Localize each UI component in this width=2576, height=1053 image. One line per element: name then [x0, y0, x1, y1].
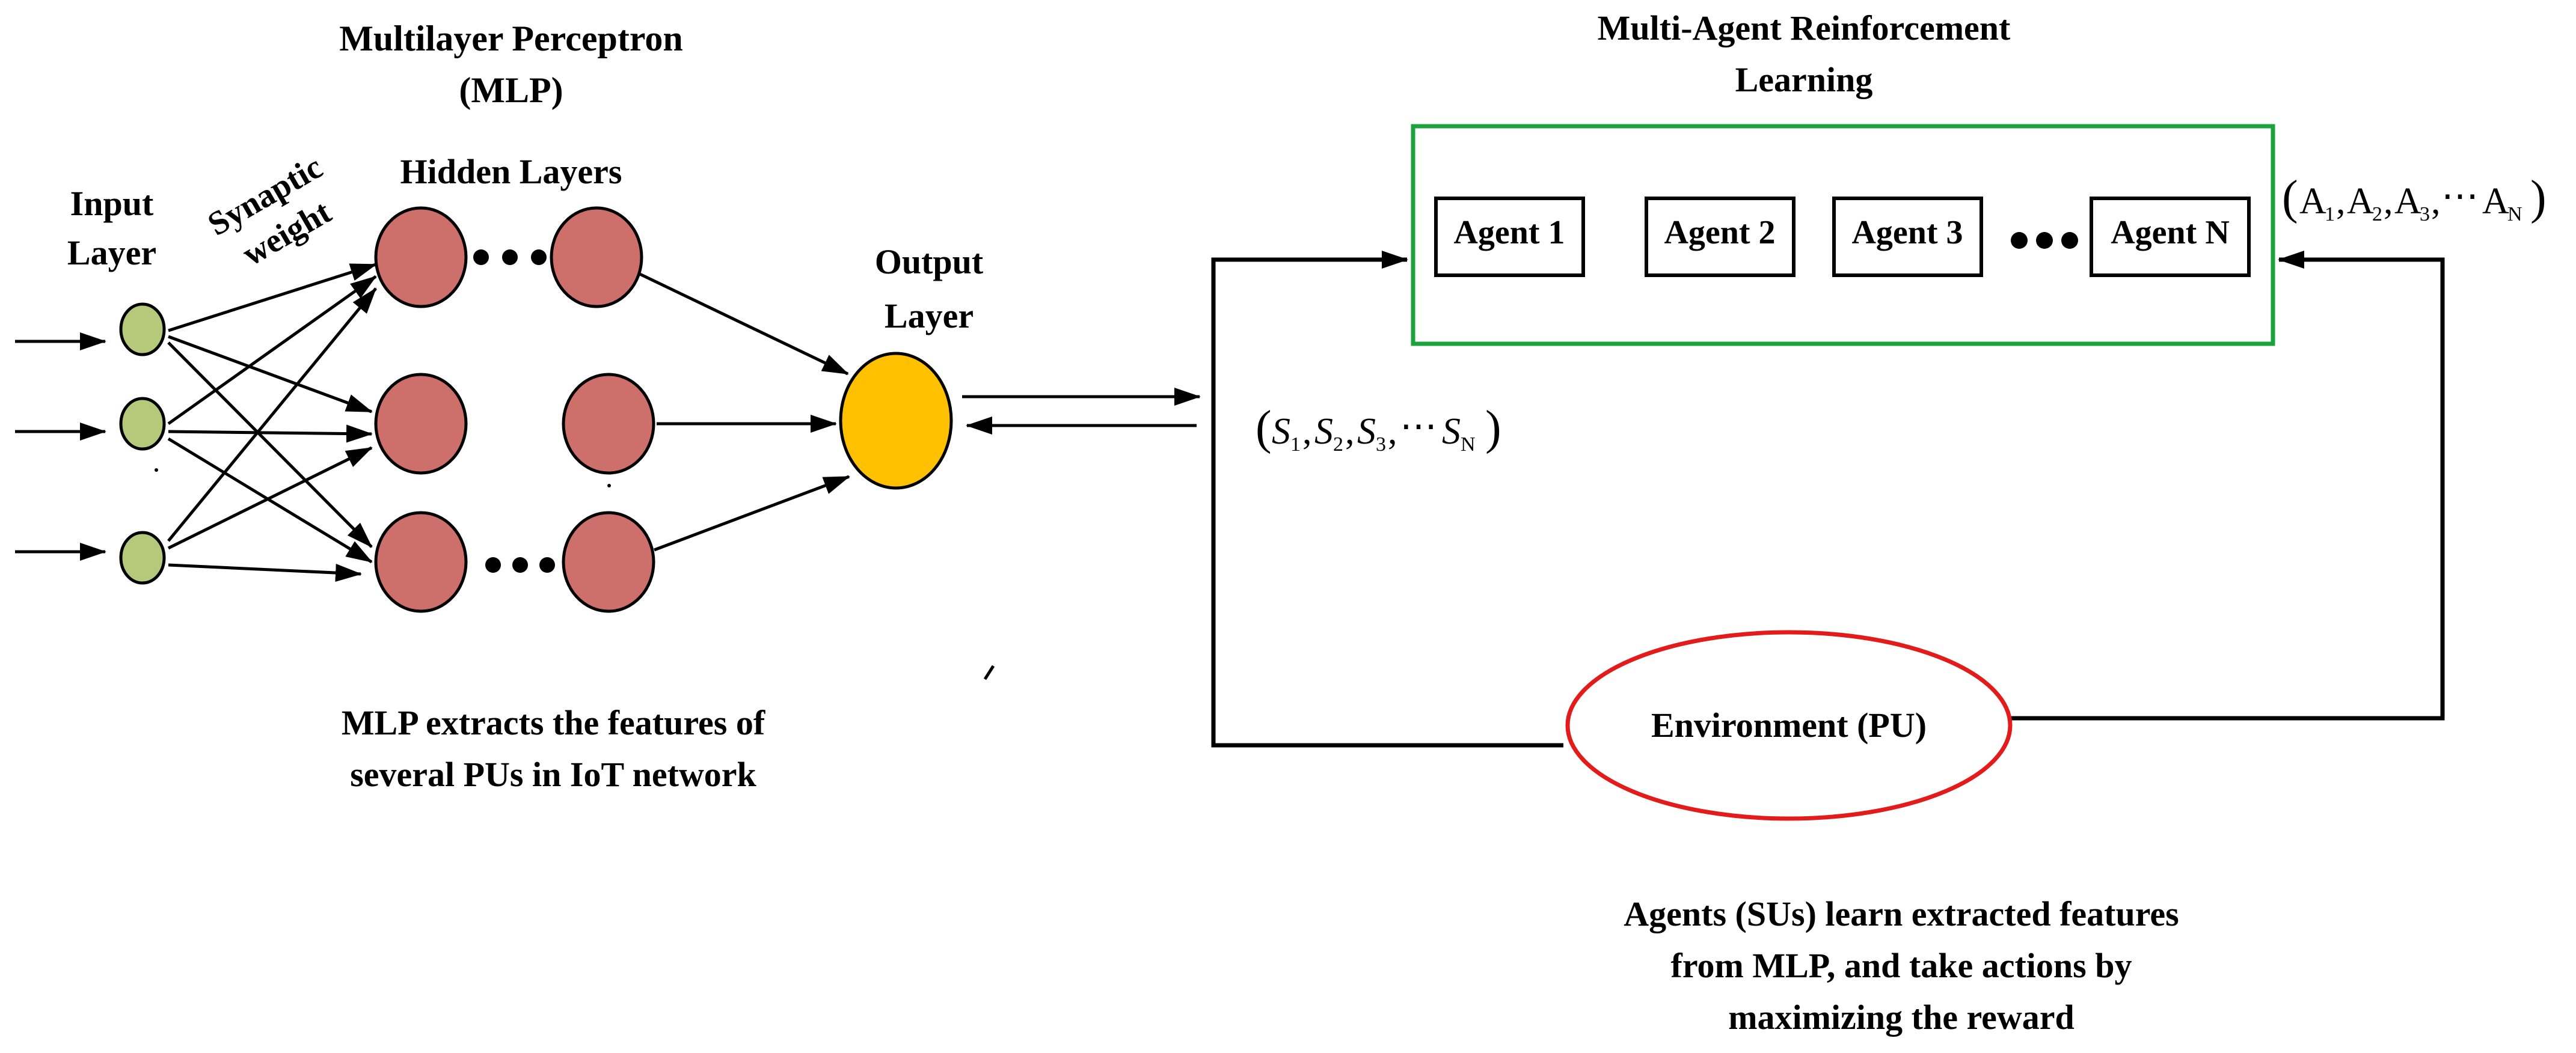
agent-box	[1832, 197, 1983, 277]
agent-label: Agent 2	[1664, 214, 1775, 251]
state-s3-sub: 3	[1376, 433, 1386, 456]
mlp-title-line1: Multilayer Perceptron	[339, 19, 683, 58]
state-ellipsis: ⋯	[1400, 406, 1437, 447]
agent-box	[1645, 197, 1796, 277]
state-tuple: ( S 1 , S 2 , S 3 , ⋯ S N )	[1256, 401, 1501, 456]
mlp-caption-line1: MLP extracts the features of	[342, 703, 765, 742]
output-layer-label-line2: Layer	[885, 296, 974, 335]
hidden-dot	[607, 484, 611, 487]
action-a2-sub: 2	[2372, 203, 2382, 225]
action-a1-sub: 1	[2325, 203, 2335, 225]
agent-box	[1434, 197, 1585, 277]
synapse-edge	[167, 287, 377, 542]
output-node	[839, 352, 953, 490]
state-s1: S	[1272, 411, 1290, 452]
state-open-paren: (	[1256, 401, 1272, 454]
hidden-node	[562, 373, 655, 475]
action-ellipsis: ⋯	[2441, 176, 2479, 217]
hidden-node	[374, 373, 468, 475]
synapse-edge	[168, 263, 377, 332]
action-an-sub: N	[2507, 203, 2522, 225]
action-comma: ,	[2384, 181, 2393, 222]
marl-caption-line1: Agents (SUs) learn extracted features	[1624, 894, 2179, 933]
agent-label: Agent 3	[1851, 214, 1963, 251]
state-s1-sub: 1	[1290, 433, 1301, 456]
hidden-node	[374, 206, 468, 308]
input-layer-label-line1: Input	[70, 184, 154, 223]
marl-section: Multi-Agent Reinforcement Learning Agent…	[1211, 8, 2547, 1037]
action-a2: A	[2347, 181, 2374, 222]
state-feedback-arrow	[1211, 251, 1563, 748]
action-tuple: ( A 1 , A 2 , A 3 , ⋯ A N )	[2282, 171, 2547, 225]
hidden-output-edge	[637, 272, 849, 376]
state-s2-sub: 2	[1333, 433, 1343, 456]
agents-container	[1411, 124, 2275, 346]
synapse-edge	[168, 335, 373, 414]
agents-ellipsis	[2011, 232, 2078, 249]
state-comma: ,	[1345, 411, 1355, 452]
action-comma: ,	[2336, 181, 2346, 222]
marl-caption-line3: maximizing the reward	[1728, 998, 2075, 1037]
state-s2: S	[1314, 411, 1333, 452]
marl-title-line1: Multi-Agent Reinforcement	[1598, 8, 2011, 47]
state-comma: ,	[1302, 411, 1312, 452]
state-sn-sub: N	[1461, 433, 1476, 456]
agent-label: Agent N	[2111, 214, 2230, 251]
hidden-layers-label: Hidden Layers	[400, 152, 622, 191]
mlp-section: Multilayer Perceptron (MLP) Input Layer …	[15, 19, 995, 794]
input-layer-label-line2: Layer	[67, 233, 156, 272]
synapse-edge	[167, 275, 377, 426]
synapse-edge	[167, 446, 373, 550]
action-close-paren: )	[2530, 171, 2547, 224]
state-comma: ,	[1388, 411, 1397, 452]
agent-box	[2090, 197, 2251, 277]
synapse-edge	[168, 424, 373, 443]
action-comma: ,	[2431, 181, 2441, 222]
action-a3-sub: 3	[2420, 203, 2430, 225]
environment-label: Environment (PU)	[1651, 706, 1927, 745]
hidden-ellipsis-top	[473, 249, 547, 265]
hidden-node	[374, 511, 468, 613]
synaptic-weight-label: Synaptic weight	[201, 148, 337, 273]
marl-title-line2: Learning	[1735, 60, 1873, 99]
input-node	[119, 397, 166, 451]
input-hidden-connections	[167, 263, 377, 582]
synapse-edge	[168, 563, 362, 582]
input-dot	[155, 468, 158, 472]
state-sn: S	[1442, 411, 1461, 452]
marl-caption-line2: from MLP, and take actions by	[1671, 946, 2132, 985]
action-an: A	[2482, 181, 2509, 222]
state-s3: S	[1357, 411, 1376, 452]
agent-label: Agent 1	[1453, 214, 1565, 251]
hidden-output-edge	[654, 475, 850, 552]
action-feedback-arrow	[2011, 251, 2445, 721]
action-a1: A	[2299, 181, 2326, 222]
action-open-paren: (	[2282, 171, 2298, 224]
input-node	[119, 531, 166, 585]
action-a3: A	[2394, 181, 2421, 222]
mlp-title-line2: (MLP)	[459, 70, 563, 110]
stray-tick	[983, 665, 995, 680]
synapse-edge	[167, 341, 373, 548]
output-layer-label-line1: Output	[875, 242, 984, 281]
input-node	[119, 302, 166, 356]
synapse-edge	[167, 437, 373, 564]
hidden-node	[550, 206, 643, 308]
hidden-ellipsis-bottom	[485, 557, 555, 573]
state-close-paren: )	[1485, 401, 1501, 454]
mlp-caption-line2: several PUs in IoT network	[350, 755, 756, 794]
hidden-node	[562, 511, 655, 613]
environment-node	[1565, 630, 2013, 821]
